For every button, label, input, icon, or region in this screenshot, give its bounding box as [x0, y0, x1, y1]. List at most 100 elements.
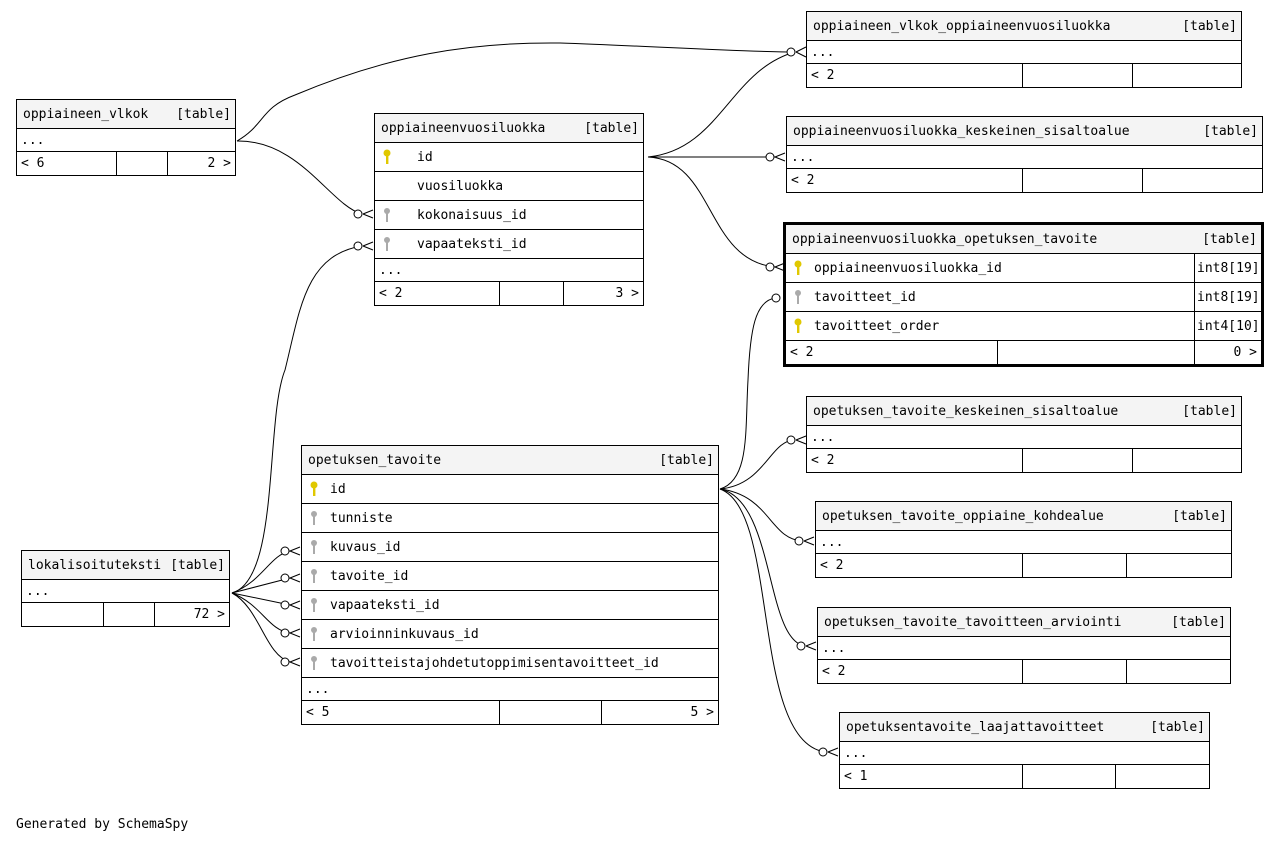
rows-count: [1023, 554, 1127, 577]
column-row[interactable]: kokonaisuus_id: [375, 201, 643, 230]
parents-count[interactable]: [22, 603, 104, 626]
foreign-key-icon: [384, 237, 390, 251]
parents-count[interactable]: < 6: [17, 152, 117, 175]
table-name[interactable]: opetuksen_tavoite: [308, 452, 442, 468]
table-tag: [table]: [584, 120, 639, 136]
column-name: kuvaus_id: [330, 539, 401, 555]
column-name: id: [417, 149, 433, 165]
column-row[interactable]: kuvaus_id: [302, 533, 718, 562]
table-tag: [table]: [1171, 614, 1226, 630]
table-ot-kohdealue[interactable]: opetuksen_tavoite_oppiaine_kohdealue[tab…: [815, 501, 1232, 578]
parents-count[interactable]: < 2: [816, 554, 1023, 577]
parents-count[interactable]: < 2: [807, 449, 1023, 472]
edge-lokal-to-tavoite: [231, 577, 291, 594]
foreign-key-icon: [311, 540, 317, 554]
children-count[interactable]: [1127, 660, 1230, 683]
rows-count: [1023, 64, 1133, 87]
column-row[interactable]: id: [375, 143, 643, 172]
children-count[interactable]: [1133, 64, 1241, 87]
parents-count[interactable]: < 2: [375, 282, 500, 305]
table-ot-keskeinen[interactable]: opetuksen_tavoite_keskeinen_sisaltoalue[…: [806, 396, 1242, 473]
rows-count: [1023, 660, 1127, 683]
table-opetuksen-tavoite[interactable]: opetuksen_tavoite [table] id tunniste kuv…: [301, 445, 719, 725]
table-name[interactable]: oppiaineenvuosiluokka_keskeinen_sisaltoa…: [793, 123, 1130, 139]
table-tag: [table]: [1202, 231, 1257, 247]
parents-count[interactable]: < 2: [787, 169, 1023, 192]
column-name: id: [330, 481, 346, 497]
children-count[interactable]: 3 >: [615, 286, 639, 301]
column-row[interactable]: vuosiluokka: [375, 172, 643, 201]
column-name: kokonaisuus_id: [417, 207, 527, 223]
column-row[interactable]: tavoitteet_id int8[19]: [786, 283, 1261, 312]
column-type: int8[19]: [1194, 283, 1261, 311]
parents-count[interactable]: < 5: [302, 701, 500, 724]
column-name: tunniste: [330, 510, 393, 526]
table-name[interactable]: opetuksentavoite_laajattavoitteet: [846, 719, 1105, 735]
more-columns: ...: [811, 44, 835, 60]
column-row[interactable]: tavoite_id: [302, 562, 718, 591]
rows-count: [500, 701, 602, 724]
edge-vlkok-to-vuosiluokka: [236, 140, 363, 215]
rows-count: [1023, 449, 1133, 472]
table-vlkok-vuosiluokka[interactable]: oppiaineen_vlkok_oppiaineenvuosiluokka [t…: [806, 11, 1242, 88]
foreign-key-icon: [311, 511, 317, 525]
more-columns: ...: [822, 640, 846, 656]
table-name[interactable]: oppiaineenvuosiluokka: [381, 120, 546, 136]
table-name[interactable]: oppiaineen_vlkok_oppiaineenvuosiluokka: [813, 18, 1111, 34]
edge-lokal-to-kuvaus: [231, 550, 291, 594]
foreign-key-icon: [311, 569, 317, 583]
table-name[interactable]: opetuksen_tavoite_tavoitteen_arviointi: [824, 614, 1122, 630]
parents-count[interactable]: < 2: [786, 341, 998, 364]
table-oppiaineenvuosiluokka[interactable]: oppiaineenvuosiluokka [table] id vuosiluo…: [374, 113, 644, 306]
column-name: oppiaineenvuosiluokka_id: [814, 260, 1002, 276]
more-columns: ...: [791, 149, 815, 165]
table-tag: [table]: [1150, 719, 1205, 735]
rows-count: [1023, 765, 1116, 788]
more-columns: ...: [820, 534, 844, 550]
more-columns: ...: [811, 429, 835, 445]
foreign-key-icon: [795, 290, 801, 304]
children-count[interactable]: [1133, 449, 1241, 472]
children-count[interactable]: [1127, 554, 1231, 577]
table-ot-arviointi[interactable]: opetuksen_tavoite_tavoitteen_arviointi [t…: [817, 607, 1231, 684]
table-ot-laaja[interactable]: opetuksentavoite_laajattavoitteet [table]…: [839, 712, 1210, 789]
foreign-key-icon: [311, 656, 317, 670]
column-name: tavoitteistajohdetutoppimisentavoitteet_…: [330, 655, 659, 671]
parents-count[interactable]: < 2: [807, 64, 1023, 87]
column-row[interactable]: tavoitteistajohdetutoppimisentavoitteet_…: [302, 649, 718, 678]
children-count[interactable]: 5 >: [690, 705, 714, 720]
column-row[interactable]: tunniste: [302, 504, 718, 533]
column-row[interactable]: vapaateksti_id: [302, 591, 718, 620]
column-type: int4[10]: [1194, 312, 1261, 340]
parents-count[interactable]: < 1: [840, 765, 1023, 788]
column-row[interactable]: arvioinninkuvaus_id: [302, 620, 718, 649]
table-tag: [table]: [659, 452, 714, 468]
table-tag: [table]: [1182, 18, 1237, 34]
table-name[interactable]: oppiaineenvuosiluokka_opetuksen_tavoite: [792, 231, 1098, 247]
table-name[interactable]: oppiaineen_vlkok: [23, 106, 149, 122]
table-vuosiluokka-keskeinen[interactable]: oppiaineenvuosiluokka_keskeinen_sisaltoa…: [786, 116, 1263, 193]
edge-opetuksen-to-ot-arviointi: [719, 488, 806, 647]
column-name: vuosiluokka: [417, 178, 504, 194]
parents-count[interactable]: < 2: [818, 660, 1023, 683]
children-count[interactable]: 0 >: [1233, 345, 1257, 360]
table-lokalisoituteksti[interactable]: lokalisoituteksti[table] ... 72 >: [21, 550, 230, 627]
column-row[interactable]: vapaateksti_id: [375, 230, 643, 259]
primary-key-icon: [794, 260, 802, 275]
edge-lokal-to-vapaateksti: [231, 245, 363, 594]
table-name[interactable]: opetuksen_tavoite_keskeinen_sisaltoalue: [813, 403, 1119, 419]
table-name[interactable]: opetuksen_tavoite_oppiaine_kohdealue: [822, 508, 1104, 524]
table-vuosiluokka-opetuksen-tavoite[interactable]: oppiaineenvuosiluokka_opetuksen_tavoite […: [783, 222, 1264, 367]
table-name[interactable]: lokalisoituteksti: [28, 557, 162, 573]
children-count[interactable]: [1116, 765, 1209, 788]
column-name: tavoitteet_id: [814, 289, 916, 305]
children-count[interactable]: 72 >: [193, 607, 225, 622]
children-count[interactable]: [1143, 169, 1262, 192]
more-columns: ...: [379, 262, 403, 278]
children-count[interactable]: 2 >: [207, 156, 231, 171]
column-row[interactable]: id: [302, 475, 718, 504]
